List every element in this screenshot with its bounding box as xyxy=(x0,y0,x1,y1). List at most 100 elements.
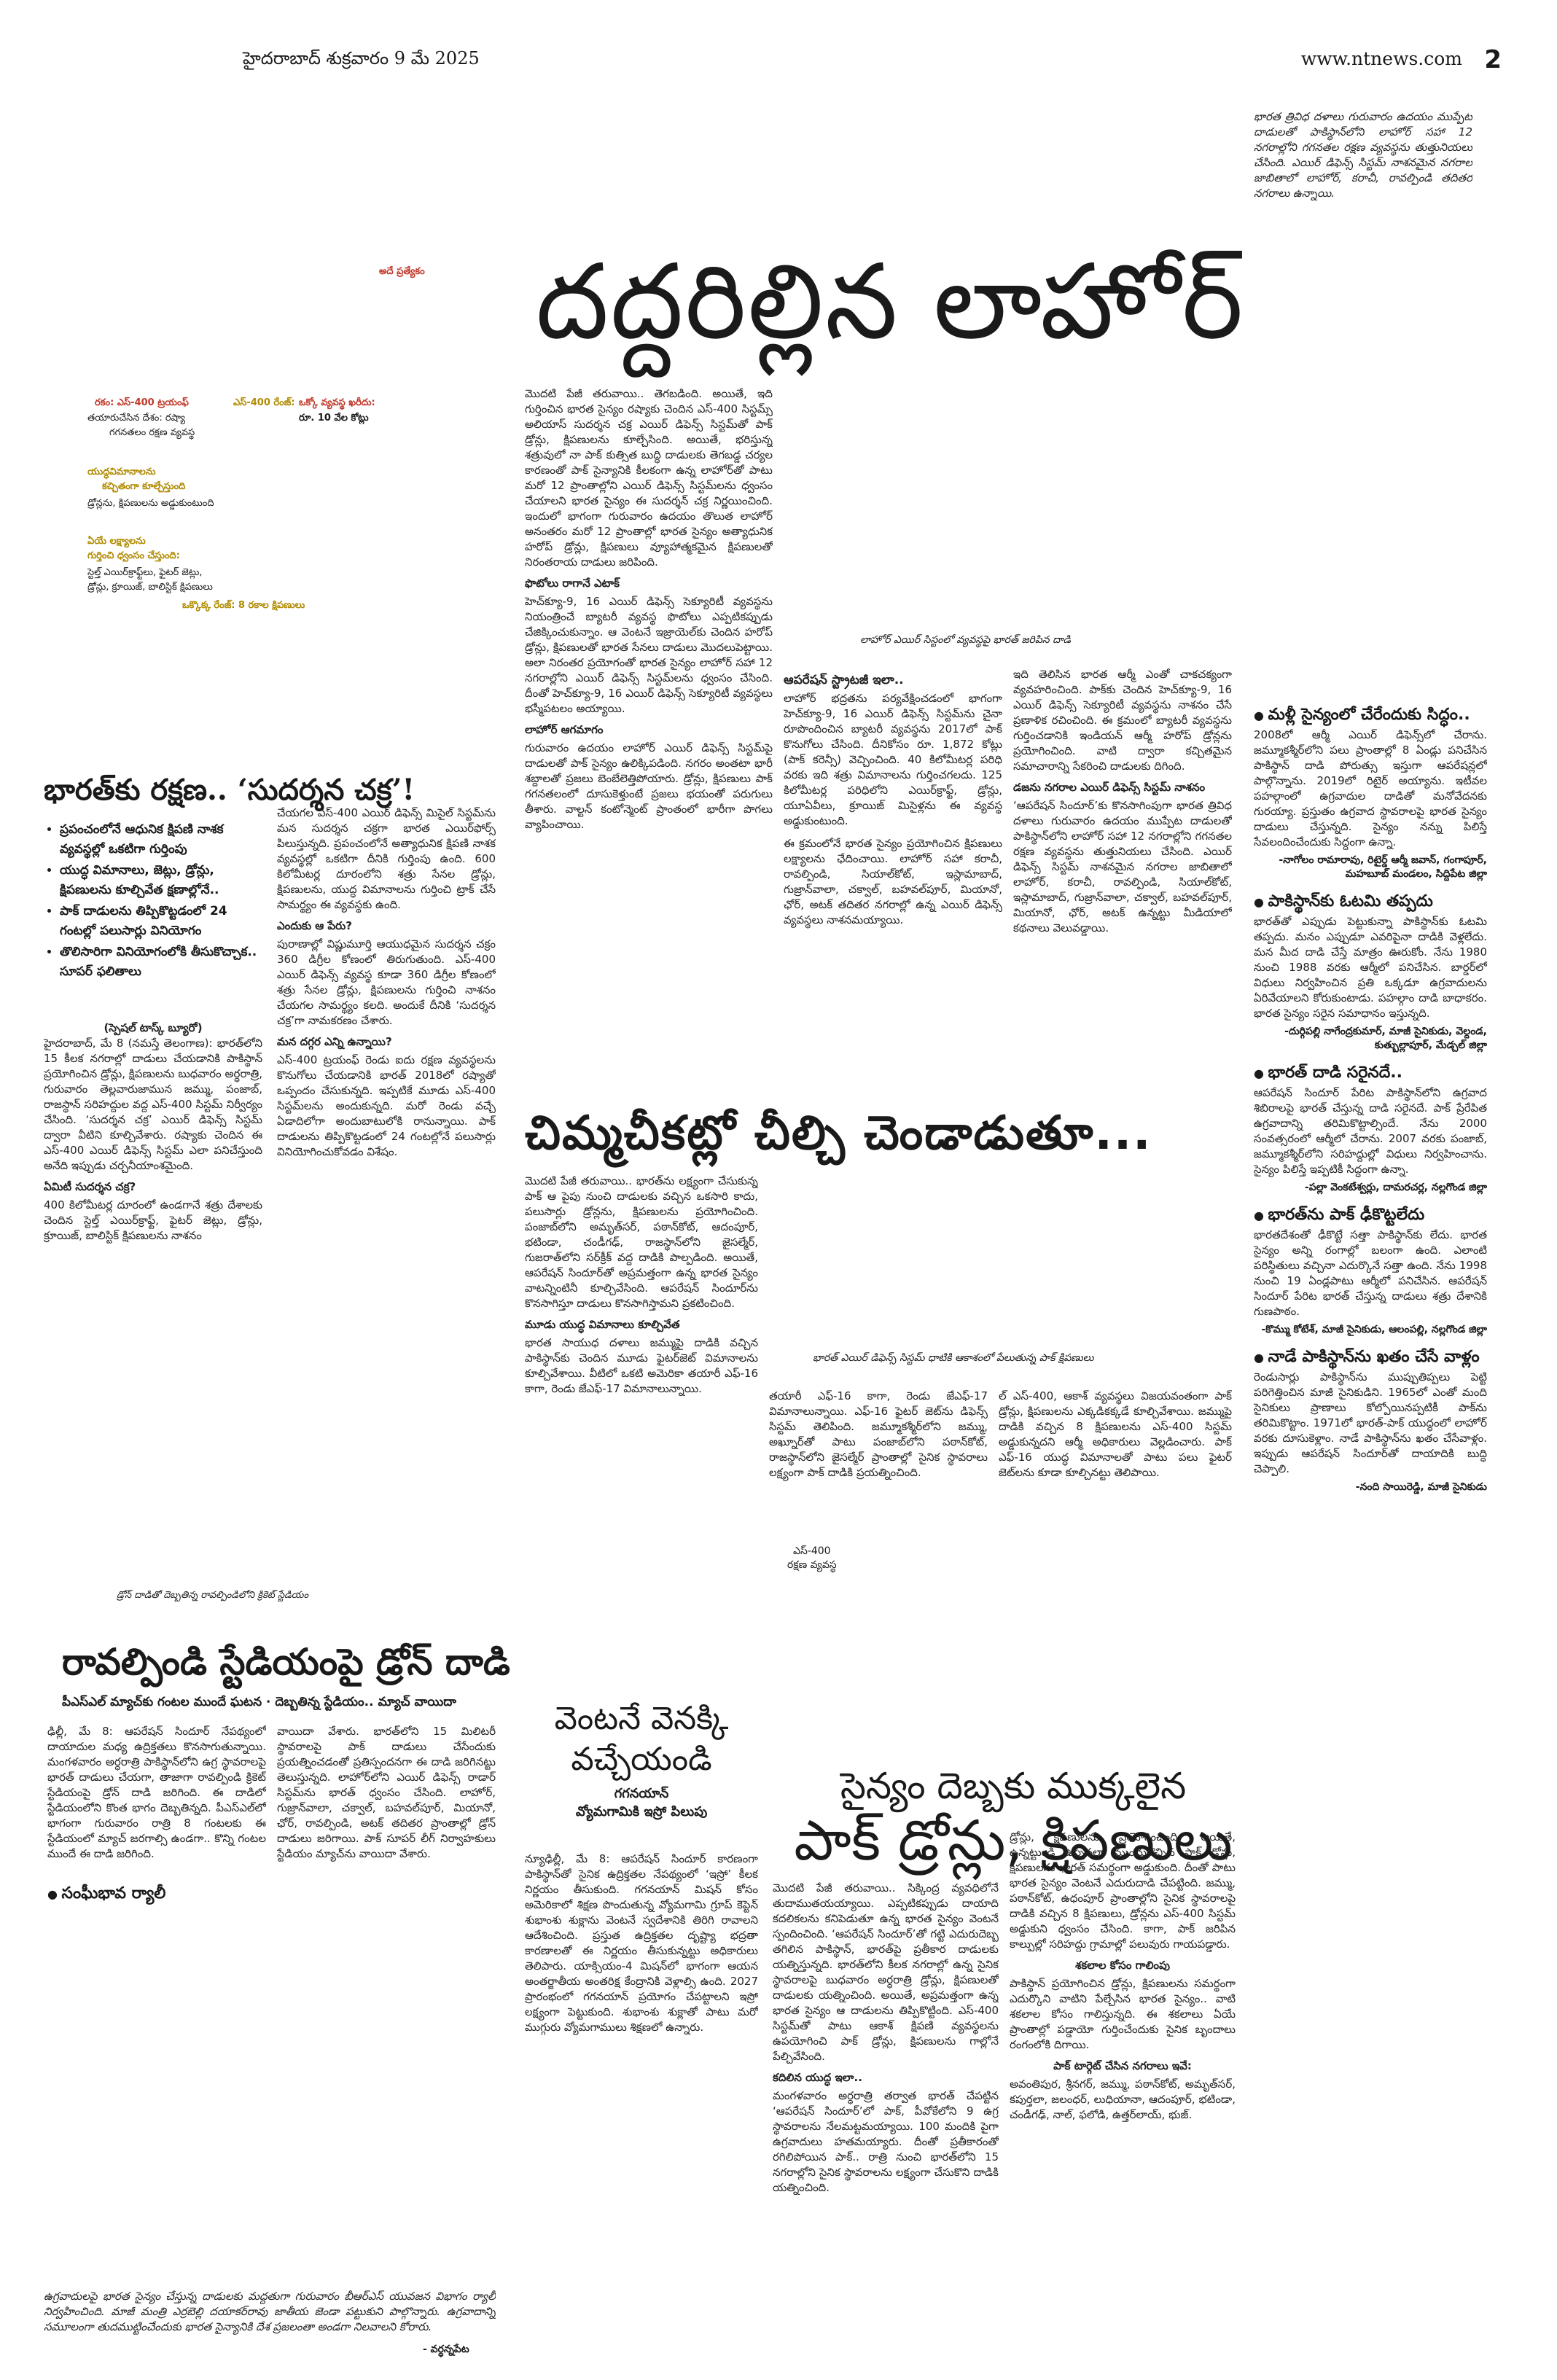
main-story-col1: మొదటి పేజీ తరువాయి.. తెగబడింది. అయితే, ఇ… xyxy=(525,386,773,1013)
info-intercept: డ్రోన్లను, క్షిపణులను అడ్డుకుంటుంది xyxy=(87,498,214,509)
chimma-col1: మొదటి పేజీ తరువాయి.. భారత్‌ను లక్ష్యంగా … xyxy=(525,1174,758,1677)
masthead-date: హైదరాబాద్ శుక్రవారం 9 మే 2025 xyxy=(243,48,480,69)
info-shootdown: కచ్చితంగా కూల్చేస్తుంది xyxy=(102,481,186,492)
right-item-1: మళ్లీ సైన్యంలో చేరేందుకు సిద్ధం.. 2008లో… xyxy=(1254,706,1487,882)
sainyam-col2c: అవంతిపుర, శ్రీనగర్, జమ్ము, పఠాన్‌కోట్, అ… xyxy=(1010,2077,1236,2121)
right-item-1-body: 2008లో ఆర్మీ ఎయిర్ డిఫెన్స్‌లో చేరాను. జ… xyxy=(1254,728,1487,848)
right-item-2-byline: -దుర్గిపల్లి నాగేంద్రకుమార్, మాజీ సైనికు… xyxy=(1284,1026,1487,1051)
sainyam-col2-sub: శకలాల కోసం గాలింపు xyxy=(1075,1959,1170,1972)
sudarshan-sub2: ఎందుకు ఆ పేరు? xyxy=(277,919,352,932)
right-item-4-body: భారతదేశంతో ఢీకొట్టే సత్తా పాకిస్థాన్‌కు … xyxy=(1254,1228,1487,1318)
chimma-col2: తయారీ ఎఫ్-16 కాగా, రెండు జేఎఫ్-17 విమానా… xyxy=(769,1389,988,1479)
rally-subhead: సంఘీభావ ర్యాలీ xyxy=(47,1884,166,1906)
sainyam-col2: డ్రోన్లు, క్షిపణులను ప్రయోగించింది. అయిత… xyxy=(1010,1830,1236,2354)
rawalpindi-subhead: పీఎస్‌ఎల్ మ్యాచ్‌కు గంటల ముందే ఘటన ∙ దెబ… xyxy=(62,1695,456,1709)
sudarshan-body3: చేయగల ఎస్-400 ఎయిర్ డిఫెన్స్ మిసైల్ సిస్… xyxy=(277,806,496,911)
right-item-2-body: భారత్‌తో ఎప్పుడు పెట్టుకున్నా పాకిస్థాన్… xyxy=(1254,915,1487,1020)
sainyam-headline: సైన్యం దెబ్బకు ముక్కలైన పాక్ డ్రోన్లు, క… xyxy=(780,1764,1246,1873)
right-item-3: భారత్ దాడి సరైనదే.. ఆపరేషన్ సిందూర్ పేరి… xyxy=(1254,1064,1487,1195)
info-aircraft-label: యుద్ధవిమానాలను xyxy=(87,467,156,477)
right-item-2: పాకిస్థాన్‌కు ఓటమి తప్పదు భారత్‌తో ఎప్పు… xyxy=(1254,892,1487,1053)
info-targets-label: ఏయే లక్ష్యాలను xyxy=(87,536,146,547)
dozen-cities-text: ‘ఆపరేషన్ సిందూర్’కు కొనసాగింపుగా భారత త్… xyxy=(1013,799,1232,935)
main-col1-text: మొదటి పేజీ తరువాయి.. తెగబడింది. అయితే, ఇ… xyxy=(525,387,773,569)
sudarshan-body2: 400 కిలోమీటర్ల దూరంలో ఉండగానే శత్రు దేశా… xyxy=(44,1198,262,1242)
main-col1-subhead2: లాహోర్ ఆగమాగం xyxy=(525,723,604,736)
s400-infobox: రకం: ఎస్‌-400 ట్రయంఫ్ తయారుచేసిన దేశం: ర… xyxy=(66,397,510,638)
sainyam-headline-2: పాక్ డ్రోన్లు, క్షిపణులు xyxy=(794,1808,1233,1873)
strategy-subhead: ఆపరేషన్ స్ట్రాటజీ ఇలా.. xyxy=(784,673,904,687)
main-headline: దద్దరిల్లిన లాహోర్ xyxy=(536,242,1245,362)
sainyam-col2-text: డ్రోన్లు, క్షిపణులను ప్రయోగించింది. అయిత… xyxy=(1010,1830,1236,1951)
sudarshan-sub1: ఏమిటీ సుదర్శన చక్ర? xyxy=(44,1180,136,1193)
main-story-col3: ఇది తెలిసిన భారత ఆర్మీ ఎంతో చాకచక్యంగా వ… xyxy=(1013,667,1232,1010)
right-item-4-head: భారత్‌ను పాక్ ఢీకొట్టలేదు xyxy=(1254,1206,1487,1228)
info-role: గగనతలం రక్షణ వ్యవస్థ xyxy=(109,427,195,438)
sainyam-col2b: పాకిస్థాన్ ప్రయోగించిన డ్రోన్లు, క్షిపణు… xyxy=(1010,1977,1236,2051)
main-col1b-text: హెచ్‌క్యూ-9, 16 ఎయిర్ డిఫెన్స్ సెక్యూరిట… xyxy=(525,595,773,715)
rally-byline: - వర్ధన్నపేట xyxy=(423,2344,469,2355)
s400-label-line2: రక్షణ వ్యవస్థ xyxy=(787,1559,837,1571)
main-col1-subhead: ఫొటోలు రాగానే ఎటాక్ xyxy=(525,577,620,590)
sainyam-col2-sub2: పాక్ టార్గెట్ చేసిన నగరాలు ఇవే: xyxy=(1053,2059,1192,2072)
right-item-4: భారత్‌ను పాక్ ఢీకొట్టలేదు భారతదేశంతో ఢీక… xyxy=(1254,1206,1487,1338)
main-col1c-text: గురువారం ఉదయం లాహోర్ ఎయిర్ డిఫెన్స్ సిస్… xyxy=(525,741,773,831)
right-item-2-head: పాకిస్థాన్‌కు ఓటమి తప్పదు xyxy=(1254,892,1487,914)
ventane-sub1: గగనయాన్ xyxy=(614,1786,669,1801)
ventane-headline-1: వెంటనే వెనక్కి xyxy=(554,1700,729,1737)
info-cost-label: ఒక్కో వ్యవస్థ ఖరీదు: xyxy=(299,397,375,408)
main-story-col2: ఆపరేషన్ స్ట్రాటజీ ఇలా.. లాహోర్ భద్రతను ప… xyxy=(784,667,1002,1010)
sudarshan-bullet: తొలిసారిగా వినియోగంలోకి తీసుకొచ్చాక.. సూ… xyxy=(60,943,262,982)
chimma-caption: భారత్ ఎయిర్ డిఫెన్స్ సిస్టమ్ ధాటికి ఆకాశ… xyxy=(813,1352,1094,1364)
right-item-5: నాడే పాకిస్థాన్‌ను ఖతం చేసే వాళ్లం రెండు… xyxy=(1254,1348,1487,1495)
chimma-sub: మూడు యుద్ధ విమానాలు కూల్చివేత xyxy=(525,1318,680,1331)
rawalpindi-headline: రావల్పిండి స్టేడియంపై డ్రోన్ దాడి xyxy=(62,1640,510,1683)
ventane-body: న్యూఢిల్లీ, మే 8: ఆపరేషన్ సిందూర్ కారణంగ… xyxy=(525,1852,758,2034)
right-item-5-byline: -నంది సాయిరెడ్డి, మాజీ సైనికుడు xyxy=(1355,1481,1487,1493)
main-col3-text: ఇది తెలిసిన భారత ఆర్మీ ఎంతో చాకచక్యంగా వ… xyxy=(1013,668,1232,773)
ventane-sub2: వ్యోమగామికి ఇస్రో పిలుపు xyxy=(575,1804,708,1819)
info-range-label: ఎస్‌-400 రేంజ్: xyxy=(233,397,295,408)
right-item-5-body: రెండుసార్లు పాకిస్థాన్‌ను ముప్పుతిప్పలు … xyxy=(1254,1370,1487,1475)
right-item-1-byline: -నాగోలం రామారావు, రిటైర్డ్ ఆర్మీ జవాన్, … xyxy=(1279,854,1487,880)
main-photo-caption: లాహోర్ ఎయిర్ సిస్టంలో వ్యవస్థపై భారత్ జర… xyxy=(860,634,1072,646)
right-item-5-head: నాడే పాకిస్థాన్‌ను ఖతం చేసే వాళ్లం xyxy=(1254,1348,1487,1370)
info-country: తయారుచేసిన దేశం: రష్యా xyxy=(87,413,185,424)
chimma-col1b: భారత సాయుధ దళాలు జమ్ముపై దాడికి వచ్చిన ప… xyxy=(525,1336,758,1395)
sudarshan-bullet: ప్రపంచంలోనే ఆధునిక క్షిపణి నాశక వ్యవస్థల… xyxy=(60,820,262,859)
main-col2-extra: ఈ క్రమంలోనే భారత సైన్యం ప్రయోగించిన క్షి… xyxy=(784,837,1002,926)
right-item-3-byline: -పల్లా వెంకటేశ్వర్లు, దామరచర్ల, నల్లగొండ… xyxy=(1304,1182,1487,1193)
right-item-3-body: ఆపరేషన్ సిందూర్ పేరిట పాకిస్థాన్‌లోని ఉగ… xyxy=(1254,1086,1487,1176)
rawalpindi-col1: ఢిల్లీ, మే 8: ఆపరేషన్ సిందూర్ నేపథ్యంలో … xyxy=(47,1725,266,1860)
chimma-headline: చిమ్మచీకట్లో చీల్చి చెండాడుతూ... xyxy=(525,1107,1152,1160)
info-detect-label: గుర్తించి ధ్వంసం చేస్తుంది: xyxy=(87,550,180,561)
sudarshan-bullets: ప్రపంచంలోనే ఆధునిక క్షిపణి నాశక వ్యవస్థల… xyxy=(44,820,262,983)
sainyam-col1-text: మొదటి పేజీ తరువాయి.. సిక్కింద్ర వ్యవధిలో… xyxy=(773,1881,999,2063)
info-cost-value: రూ. 10 వేల కోట్లు xyxy=(299,413,369,424)
rawalpindi-col2: వాయిదా వేశారు. భారత్‌లోని 15 మిలిటరీ స్థ… xyxy=(277,1725,496,1860)
s400-label: ఎస్‌-400 రక్షణ వ్యవస్థ xyxy=(787,1545,837,1573)
chimma-col1-text: మొదటి పేజీ తరువాయి.. భారత్‌ను లక్ష్యంగా … xyxy=(525,1174,758,1310)
masthead-website[interactable]: www.ntnews.com xyxy=(1300,48,1462,69)
sudarshan-col2: చేయగల ఎస్-400 ఎయిర్ డిఫెన్స్ మిసైల్ సిస్… xyxy=(277,805,496,1308)
rally-caption: ఉగ్రవాదులపై భారత సైన్యం చేస్తున్న దాడులక… xyxy=(44,2290,496,2333)
sudarshan-body1: హైదరాబాద్, మే 8 (నమస్తే తెలంగాణ): భారత్‌… xyxy=(44,1037,262,1172)
right-item-4-byline: -కొమ్ము కోటేశ్, మాజీ సైనికుడు, ఆలంపల్లి,… xyxy=(1261,1324,1487,1335)
dozen-cities-subhead: డజను నగరాల ఎయిర్ డిఫెన్స్ సిస్టమ్ నాశనం xyxy=(1013,781,1206,794)
ventane-headline-2: వచ్చేయండి xyxy=(571,1741,712,1778)
sudarshan-sub3: మన దగ్గర ఎన్ని ఉన్నాయి? xyxy=(277,1035,392,1048)
sainyam-headline-1: సైన్యం దెబ్బకు ముక్కలైన xyxy=(840,1765,1187,1807)
info-missile-types: ఒక్కొక్క రేంజ్: 8 రకాల క్షిపణులు xyxy=(182,600,305,611)
sainyam-col1b: మంగళవారం అర్ధరాత్రి తర్వాత భారత్ చేపట్టి… xyxy=(773,2089,999,2194)
sudarshan-bullet: పాక్ దాడులను తిప్పికొట్టడంలో 24 గంటల్లో … xyxy=(60,902,262,941)
sudarshan-headline: భారత్‌కు రక్షణ.. ‘సుదర్శన చక్ర’! xyxy=(44,773,415,807)
chimma-col3: ల్ ఎస్-400, ఆకాశ్ వ్యవస్థలు విజయవంతంగా ప… xyxy=(999,1389,1232,1479)
rawalpindi-kicker: డ్రోన్ దాడితో దెబ్బతిన్న రావల్పిండిలోని … xyxy=(117,1590,309,1601)
sainyam-col1: మొదటి పేజీ తరువాయి.. సిక్కింద్ర వ్యవధిలో… xyxy=(773,1881,999,2354)
right-item-3-head: భారత్ దాడి సరైనదే.. xyxy=(1254,1064,1487,1085)
sudarshan-body5: ఎస్-400 ట్రయంఫ్ రెండు ఐదు రక్షణ వ్యవస్థల… xyxy=(277,1053,496,1158)
info-targets-2: డ్రోన్లు, క్రూయిజ్, బాలిస్టిక్ క్షిపణులు xyxy=(87,582,213,593)
sudarshan-body4: పురాణాల్లో విష్ణుమూర్తి ఆయుధమైన సుదర్శన … xyxy=(277,937,496,1027)
main-kicker: అదే ప్రత్యేకం xyxy=(379,266,425,277)
ventane-headline: వెంటనే వెనక్కి వచ్చేయండి గగనయాన్ వ్యోమగా… xyxy=(525,1698,758,1822)
